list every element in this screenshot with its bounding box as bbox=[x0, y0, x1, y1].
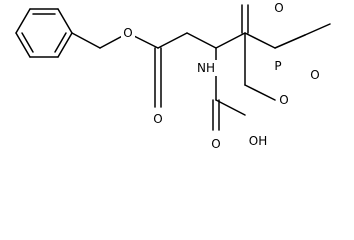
atom-acid-carbonyl-oxygen: O bbox=[209, 136, 223, 152]
atom-phosphorus: P bbox=[271, 58, 285, 74]
ester-oxygen-label: O bbox=[123, 26, 132, 40]
acid-hydroxyl-label: OH bbox=[249, 134, 267, 148]
atom-ester-oxygen: O bbox=[121, 25, 135, 41]
chemical-structure: O O NH O P O O O OH bbox=[15, 0, 331, 152]
atom-amine: NH bbox=[195, 60, 217, 76]
carbamate-chain bbox=[71, 32, 217, 108]
carbonyl-oxygen-label: O bbox=[153, 112, 162, 126]
methoxy-oxygen-lower-label: O bbox=[279, 93, 288, 107]
benzene-ring bbox=[15, 8, 73, 58]
atom-methoxy-oxygen-lower: O bbox=[277, 92, 291, 108]
phosphonate-group bbox=[241, 4, 331, 101]
methoxy-oxygen-upper-label: O bbox=[310, 68, 319, 82]
atom-acid-hydroxyl: OH bbox=[246, 133, 270, 149]
phosphoryl-oxygen-label: O bbox=[274, 1, 283, 15]
phosphorus-label: P bbox=[274, 59, 281, 73]
amine-label: NH bbox=[197, 61, 215, 75]
acid-carbonyl-oxygen-label: O bbox=[211, 137, 220, 151]
atom-phosphoryl-oxygen: O bbox=[272, 0, 286, 16]
atom-methoxy-oxygen-upper: O bbox=[308, 67, 322, 83]
backbone bbox=[212, 32, 246, 131]
atom-carbonyl-oxygen: O bbox=[151, 111, 165, 127]
